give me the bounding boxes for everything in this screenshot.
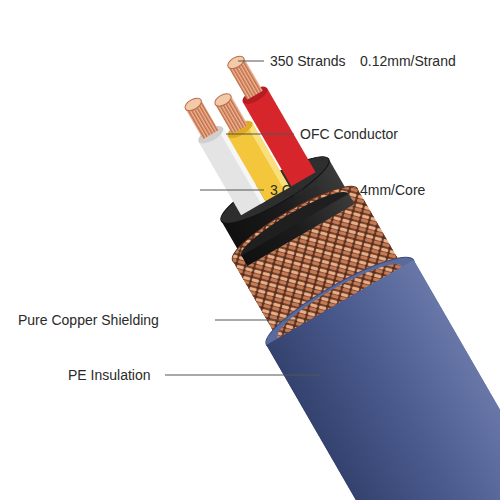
outer-jacket [266, 260, 500, 500]
callout-label: 350 Strands [270, 53, 346, 69]
leader-line [165, 375, 320, 376]
callout-label: 4mm/Core [360, 182, 425, 198]
outer-jacket-top [266, 260, 500, 500]
cable-body [134, 31, 500, 500]
leader-line [200, 190, 264, 191]
callout-label: PE Insulation [68, 367, 151, 383]
callout-label: 3 Cores [270, 182, 319, 198]
leader-line [238, 61, 264, 62]
leader-line [215, 320, 295, 321]
callout-label: Pure Copper Shielding [18, 312, 159, 328]
leader-lines [165, 61, 320, 375]
callout-label: OFC Conductor [300, 126, 398, 142]
leader-line [226, 134, 294, 135]
callout-label: 0.12mm/Strand [360, 53, 456, 69]
